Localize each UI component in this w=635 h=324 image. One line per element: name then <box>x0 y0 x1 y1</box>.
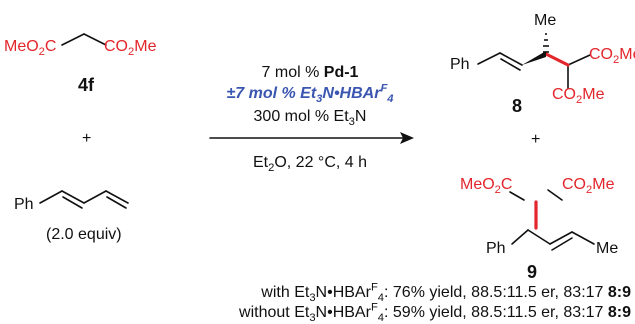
wedge-bond-8 <box>522 51 546 65</box>
bond-diene-2b <box>62 196 83 209</box>
condition-additive: ±7 mol % Et3N•HBArF4 <box>226 82 394 106</box>
product-9-phenyl: Ph <box>486 240 506 257</box>
bond-4f-right <box>83 33 107 46</box>
bond-4f-left <box>61 33 85 46</box>
result-with-additive: with Et3N•HBArF4: 76% yield, 88.5:11.5 e… <box>261 281 631 305</box>
compound-label-8: 8 <box>512 96 523 116</box>
bond-diene-4b <box>106 196 127 209</box>
product-9-methyl: Me <box>596 240 619 257</box>
new-bond-8 <box>544 52 570 67</box>
product-8-phenyl: Ph <box>450 56 470 73</box>
bond-9-1 <box>509 191 525 201</box>
bond-8-2 <box>499 52 523 66</box>
product-9-left-ester: MeO2C <box>460 176 513 197</box>
result-without-additive: without Et3N•HBArF4: 59% yield, 88.5:11.… <box>239 301 631 324</box>
bond-diene-1 <box>39 190 63 204</box>
bond-9-4 <box>549 231 573 245</box>
bond-9-ph <box>511 229 529 245</box>
diene-equiv: (2.0 equiv) <box>46 226 122 243</box>
bond-9-5 <box>571 231 595 245</box>
compound-label-4f: 4f <box>78 75 95 95</box>
condition-catalyst: 7 mol % Pd-1 <box>261 64 359 81</box>
product-8-ester-top: CO2Me <box>589 46 635 67</box>
diene-phenyl: Ph <box>14 196 34 213</box>
product-8-ester-bottom: CO2Me <box>552 86 605 107</box>
plus-sign-left: + <box>82 130 92 147</box>
reaction-arrow-head <box>400 132 414 144</box>
condition-base: 300 mol % Et3N <box>253 108 367 129</box>
hash-bond-8 <box>543 33 549 53</box>
bond-diene-4 <box>105 190 129 204</box>
bond-9-4b <box>551 237 573 251</box>
bond-8-2b <box>500 58 521 71</box>
bond-diene-2 <box>61 190 85 204</box>
bond-8-1 <box>477 52 501 65</box>
plus-sign-right: + <box>531 131 541 148</box>
compound-label-9: 9 <box>527 262 538 282</box>
condition-solvent: Et2O, 22 °C, 4 h <box>252 154 368 175</box>
reactant-4f-left-ester: MeO2C <box>4 38 57 59</box>
reactant-4f-right-ester: CO2Me <box>104 38 157 59</box>
product-8-methyl: Me <box>534 12 557 29</box>
product-9-right-ester: CO2Me <box>562 176 615 197</box>
bond-diene-3 <box>83 190 107 204</box>
bond-8-5 <box>567 54 591 66</box>
bond-9-3 <box>527 229 551 245</box>
bond-9-2 <box>547 189 563 201</box>
